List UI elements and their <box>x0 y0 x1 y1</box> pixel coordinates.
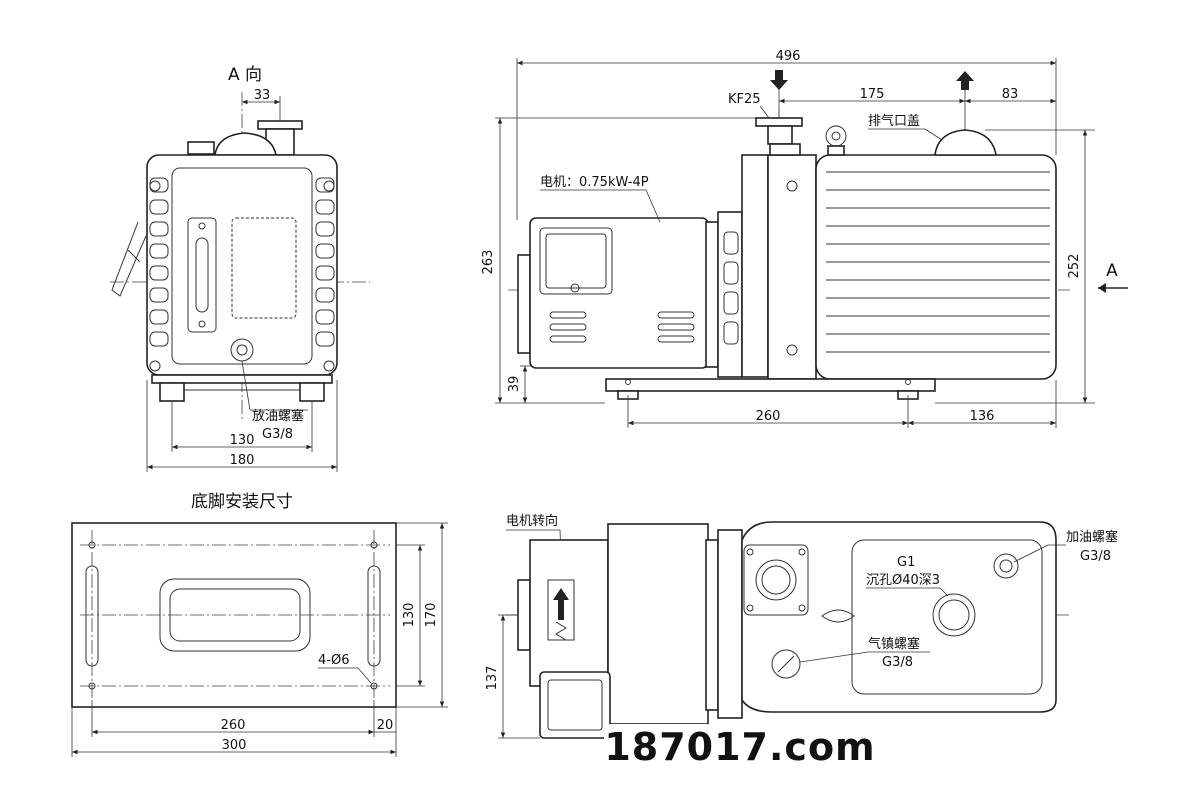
drain-plug-size: G3/8 <box>262 427 293 442</box>
dim-496: 496 <box>776 49 801 64</box>
dim-137: 137 <box>485 666 500 691</box>
side-view: 496 175 83 KF25 263 39 252 A <box>481 49 1128 428</box>
holes-label: 4-Ø6 <box>318 653 349 668</box>
exhaust-cap-label: 排气口盖 <box>868 113 920 129</box>
dim-252: 252 <box>1067 254 1082 279</box>
gas-ballast-label: 气镇螺塞 <box>868 636 920 652</box>
motor-rotation-label: 电机转向 <box>506 513 558 529</box>
dim-33: 33 <box>254 88 271 103</box>
dim-130: 130 <box>230 433 255 448</box>
oil-fill-plug-label: 加油螺塞 <box>1066 529 1118 545</box>
dim-260-base: 260 <box>221 718 246 733</box>
dim-260-side: 260 <box>756 409 781 424</box>
dim-130-base: 130 <box>402 603 417 628</box>
dim-300: 300 <box>222 738 247 753</box>
dim-136: 136 <box>970 409 995 424</box>
watermark-text: 187017.com <box>604 725 875 769</box>
motor-label: 电机：0.75kW-4P <box>540 175 649 190</box>
view-a: A 向 33 <box>110 65 370 472</box>
dim-39: 39 <box>507 376 522 393</box>
oil-fill-plug-size: G3/8 <box>1080 549 1111 564</box>
dim-83: 83 <box>1002 87 1019 102</box>
base-view-title: 底脚安装尺寸 <box>191 492 293 512</box>
dim-263: 263 <box>481 250 496 275</box>
dim-20: 20 <box>377 718 394 733</box>
top-view: 电机转向 加油螺塞 <box>485 513 1118 739</box>
view-a-title: A 向 <box>228 65 262 85</box>
gas-ballast-size: G3/8 <box>882 655 913 670</box>
base-view: 底脚安装尺寸 4-Ø6 130 170 260 <box>71 492 448 757</box>
dim-180: 180 <box>230 453 255 468</box>
inlet-label: KF25 <box>728 92 761 107</box>
dim-170: 170 <box>424 603 439 628</box>
counterbore-label: 沉孔Ø40深3 <box>866 573 940 588</box>
dim-175: 175 <box>860 87 885 102</box>
view-marker-a: A <box>1106 261 1118 281</box>
g1-label: G1 <box>897 555 915 570</box>
drain-plug-label: 放油螺塞 <box>252 408 304 424</box>
